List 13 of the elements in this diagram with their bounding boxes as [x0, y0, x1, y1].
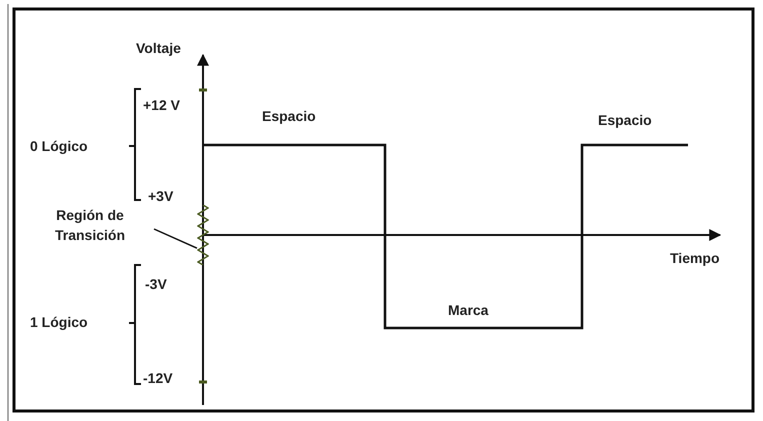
- voltage-value: -3V: [145, 276, 167, 293]
- state-label: Marca: [448, 302, 488, 319]
- logic-level-label: 0 Lógico: [30, 138, 88, 155]
- state-label: Espacio: [598, 112, 652, 129]
- logic-level-label: 1 Lógico: [30, 314, 88, 331]
- axis-label: Voltaje: [136, 40, 181, 57]
- voltage-value: -12V: [143, 370, 173, 387]
- leader-line: [154, 228, 198, 249]
- leader-text: Región de Transición: [54, 206, 126, 245]
- state-label: Espacio: [262, 108, 316, 125]
- axis-label: Tiempo: [670, 250, 720, 267]
- voltage-value: +12 V: [143, 97, 180, 114]
- voltage-value: +3V: [148, 188, 174, 205]
